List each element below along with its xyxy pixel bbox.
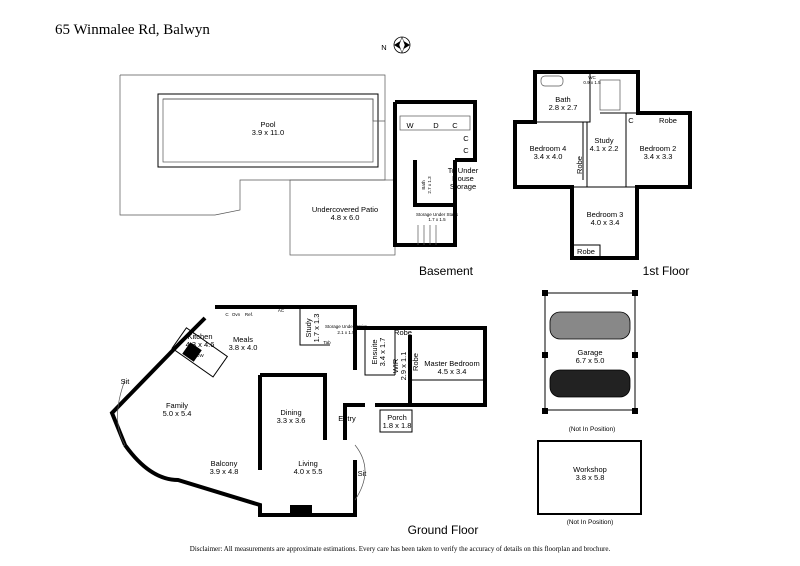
ground_floor-rooms-1-size-label: 3.8 x 4.0 — [229, 343, 258, 352]
first_floor-rooms-1-size-label: 0.9 x 1.5 — [583, 80, 601, 85]
ground_floor-rooms-5-size-label: 2.9 x 1.1 — [399, 352, 408, 381]
basement-rooms-1-size-label: 4.8 x 6.0 — [331, 213, 360, 222]
workshop-name-label: Workshop — [573, 465, 607, 474]
basement-fixtures-1-label: D — [433, 121, 439, 130]
ground_floor-rooms-3-size-label: 2.1 x 1.5 — [337, 330, 355, 335]
garage-name-label: Garage — [577, 348, 602, 357]
basement-rooms-3-size-label: 1.7 x 1.5 — [428, 217, 446, 222]
pool-outline — [157, 93, 379, 168]
ground_floor-rooms-6-name-label: Master Bedroom — [424, 359, 479, 368]
ground_floor-rooms-8-name-label: Dining — [280, 408, 301, 417]
workshop-size-label: 3.8 x 5.8 — [576, 473, 605, 482]
ground_floor-rooms-11-name-label: Balcony — [211, 459, 238, 468]
basement-rooms-1-name-label: Undercovered Patio — [312, 205, 378, 214]
disclaimer: Disclaimer: All measurements are approxi… — [190, 545, 611, 553]
basement-rooms-3-name-label: Storage Under Stairs — [416, 212, 459, 217]
ground_floor-rooms-7-size-label: 5.0 x 5.4 — [163, 409, 192, 418]
basement-heading: Basement — [419, 264, 474, 278]
ground_floor-rooms-10-name-label: Porch — [387, 413, 407, 422]
ground_floor-rooms-1-name-label: Meals — [233, 335, 253, 344]
ground-floor-heading: Ground Floor — [408, 523, 479, 537]
first_floor-fixtures-0-label: C — [628, 116, 634, 125]
ground_floor-fixtures-9-label: Sit — [358, 469, 368, 478]
first_floor-rooms-4-name-label: Bedroom 2 — [640, 144, 677, 153]
ground_floor-rooms-4-size-label: 3.4 x 1.7 — [378, 338, 387, 367]
basement-note-1-label: House — [452, 174, 474, 183]
ground_floor-rooms-0-size-label: 4.3 x 4.6 — [186, 340, 215, 349]
first_floor-rooms-2-size-label: 4.1 x 2.2 — [590, 144, 619, 153]
basement-rooms-0-size-label: 3.9 x 11.0 — [252, 128, 284, 137]
car-icon — [549, 369, 631, 398]
basement-fixtures-0-label: W — [406, 121, 414, 130]
ground_floor-rooms-0-name-label: Kitchen — [187, 332, 212, 341]
workshop-plan: Workshop 3.8 x 5.8 (Not In Position) — [537, 440, 642, 526]
basement-rooms-2-size-label: 2.7 x 1.3 — [427, 176, 432, 194]
ground_floor-fixtures-8-label: Sit — [121, 377, 131, 386]
garage-size-label: 6.7 x 5.0 — [576, 356, 605, 365]
first_floor-rooms-0-size-label: 2.8 x 2.7 — [549, 103, 578, 112]
ground_floor-fixtures-6-label: Robe — [394, 328, 412, 337]
first_floor-rooms-0-name-label: Bath — [555, 95, 570, 104]
ground_floor-rooms-9-name-label: Entry — [338, 414, 356, 423]
first_floor-rooms-2-name-label: Study — [594, 136, 613, 145]
first_floor-rooms-1-name-label: WC — [588, 75, 596, 80]
basement-plan: W D C C C To Under House Storage Pool 3.… — [119, 74, 479, 278]
compass-north-label: N — [381, 43, 386, 52]
workshop-note-label: (Not In Position) — [567, 519, 614, 526]
first_floor-fixtures-3-label: Robe — [577, 247, 595, 256]
ground_floor-rooms-6-size-label: 4.5 x 3.4 — [438, 367, 467, 376]
ground_floor-fixtures-0-label: C — [225, 312, 229, 317]
ground_floor-rooms-5-name-label: WIR — [391, 358, 400, 373]
car-icon — [549, 311, 631, 340]
first_floor-rooms-5-name-label: Bedroom 3 — [587, 210, 624, 219]
ground_floor-fixtures-4-label: AC — [278, 308, 285, 313]
ground_floor-rooms-12-size-label: 4.0 x 5.5 — [294, 467, 323, 476]
garage-note-label: (Not In Position) — [569, 426, 616, 433]
ground_floor-rooms-3-name-label: Storage Under Stairs — [325, 324, 368, 329]
first_floor-fixtures-2-label: Robe — [575, 156, 584, 174]
basement-fixtures-2-label: C — [452, 121, 458, 130]
ground_floor-fixtures-2-label: Ref. — [245, 312, 253, 317]
first-floor-heading: 1st Floor — [643, 264, 690, 278]
ground_floor-rooms-12-name-label: Living — [298, 459, 318, 468]
garage-plan: Garage 6.7 x 5.0 (Not In Position) — [542, 290, 638, 433]
ground_floor-rooms-11-size-label: 3.9 x 4.8 — [210, 467, 239, 476]
ground_floor-fixtures-7-label: Robe — [411, 353, 420, 371]
first_floor-rooms-5-size-label: 4.0 x 3.4 — [591, 218, 620, 227]
ground-floor-plan: Kitchen 4.3 x 4.6 Meals 3.8 x 4.0 Study … — [109, 305, 487, 537]
ground_floor-rooms-8-size-label: 3.3 x 3.6 — [277, 416, 306, 425]
first_floor-rooms-3-name-label: Bedroom 4 — [530, 144, 567, 153]
ground_floor-fixtures-3-label: DW — [196, 353, 204, 358]
basement-rooms-2-name-label: Bath — [421, 180, 426, 190]
basement-fixtures-3-label: C — [463, 134, 469, 143]
compass-icon: N — [381, 36, 411, 54]
basement-note-2-label: Storage — [450, 182, 476, 191]
first_floor-rooms-4-size-label: 3.4 x 3.3 — [644, 152, 673, 161]
ground_floor-rooms-7-name-label: Family — [166, 401, 188, 410]
basement-fixtures-4-label: C — [463, 146, 469, 155]
ground_floor-rooms-10-size-label: 1.8 x 1.8 — [383, 421, 412, 430]
ground_floor-fixtures-1-label: Ovn — [232, 312, 241, 317]
basement-rooms-0-name-label: Pool — [260, 120, 275, 129]
first_floor-fixtures-1-label: Robe — [659, 116, 677, 125]
basement-note-0-label: To Under — [448, 166, 479, 175]
first_floor-rooms-3-size-label: 3.4 x 4.0 — [534, 152, 563, 161]
ground_floor-fixtures-5-label: Tab — [323, 340, 331, 345]
ground_floor-rooms-2-size-label: 1.7 x 1.3 — [312, 314, 321, 343]
ground_floor-rooms-4-name-label: Ensuite — [370, 339, 379, 364]
ground_floor-rooms-2-name-label: Study — [304, 318, 313, 337]
first-floor-plan: Bath 2.8 x 2.7 WC 0.9 x 1.5 Study 4.1 x … — [513, 70, 692, 278]
property-address-title: 65 Winmalee Rd, Balwyn — [55, 22, 210, 38]
